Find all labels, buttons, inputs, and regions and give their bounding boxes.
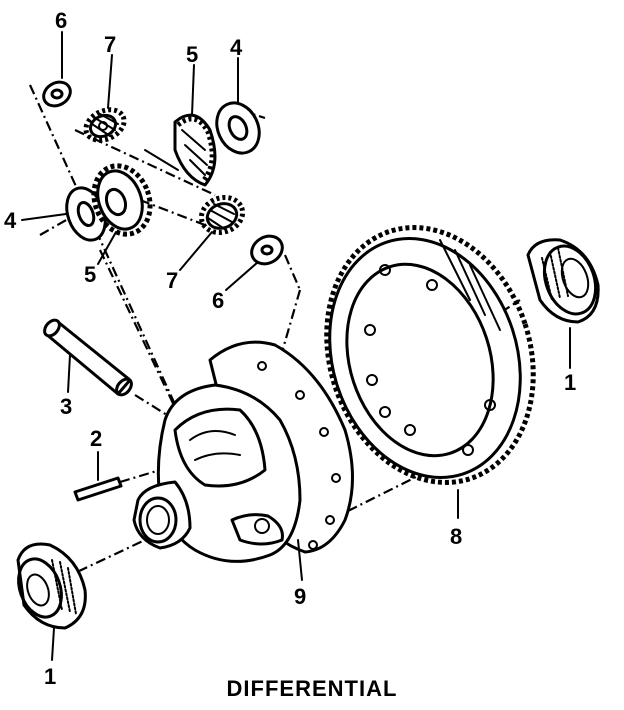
carrier-bearing-right	[526, 238, 600, 324]
diagram-caption: DIFFERENTIAL	[226, 676, 398, 701]
callout-5-left: 5	[84, 262, 96, 287]
pinion-gear-upper	[83, 107, 127, 143]
ring-gear	[324, 225, 536, 485]
callout-6-lower: 6	[212, 288, 224, 313]
callout-4-left: 4	[4, 208, 17, 233]
thrust-washer-right	[215, 101, 261, 155]
carrier-bearing-left	[16, 542, 87, 630]
thrust-washer-upper	[42, 80, 72, 108]
callout-8: 8	[450, 524, 462, 549]
callout-leaders	[21, 31, 571, 661]
callout-7-upper: 7	[104, 32, 116, 57]
lock-pin	[73, 476, 123, 502]
side-gear-upper	[144, 113, 217, 187]
callout-9: 9	[294, 584, 306, 609]
differential-case	[132, 340, 354, 563]
pinion-gear-lower	[198, 194, 246, 236]
pinion-shaft	[43, 318, 133, 397]
callout-4-upper: 4	[230, 35, 243, 60]
callout-3: 3	[60, 394, 72, 419]
side-gear-left	[91, 163, 153, 237]
callout-2: 2	[90, 426, 102, 451]
callout-6-upper: 6	[55, 8, 67, 33]
callout-5-upper: 5	[186, 42, 198, 67]
callout-1-right: 1	[564, 370, 576, 395]
thrust-washer-lower	[250, 234, 284, 266]
callout-1-left: 1	[44, 664, 56, 689]
callout-numbers: 6 7 5 4 4 5 7 6 3 2 1 1 8 9	[4, 8, 576, 689]
callout-7-lower: 7	[166, 268, 178, 293]
